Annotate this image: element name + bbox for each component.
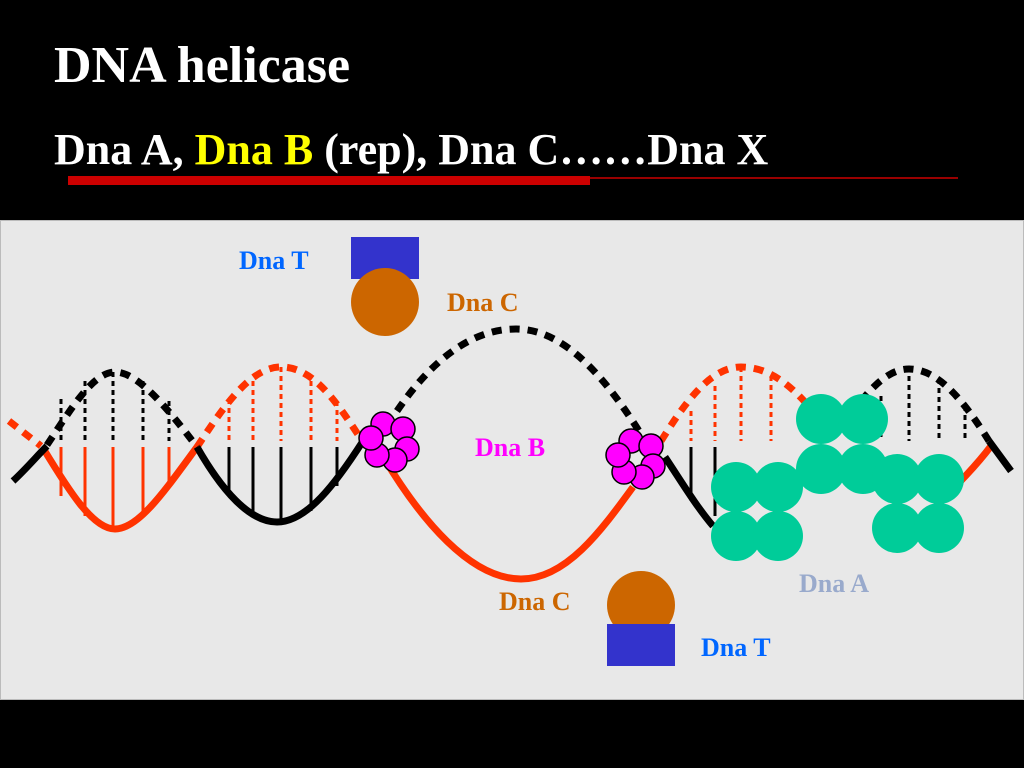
subtitle-highlight-dna-b: Dna B: [194, 125, 314, 174]
black-strand-right-dotted: [858, 365, 992, 443]
dna-c-circle-bottom: [607, 571, 675, 639]
dna-t-box-bottom: [607, 624, 675, 666]
red-strand-mid-dotted: [194, 363, 364, 449]
label-dna-t-bottom: Dna T: [701, 633, 771, 662]
label-dna-c-top: Dna C: [447, 288, 519, 317]
diagram-panel: Dna T Dna C Dna B Dna C Dna T Dna A: [0, 220, 1024, 700]
dna-b-hexamer-right: [605, 428, 666, 490]
black-strand-right: [662, 455, 716, 529]
red-strand-right-dotted: [658, 363, 824, 443]
red-strand-left: [40, 444, 200, 533]
black-strand-trough: [193, 439, 366, 526]
red-strand-left-dotted: [6, 418, 44, 449]
black-strand-end: [986, 438, 1014, 474]
black-strand-left: [10, 443, 50, 484]
subtitle: Dna A, Dna B (rep), Dna C……Dna X: [54, 128, 768, 172]
dna-strands: [6, 325, 1014, 583]
red-strand-loop: [377, 451, 636, 583]
title-underline-thin: [590, 177, 958, 179]
black-strand-loop-dotted: [394, 325, 642, 433]
subtitle-part-3: (rep), Dna C……Dna X: [313, 125, 769, 174]
label-dna-b: Dna B: [475, 433, 545, 462]
label-dna-c-bottom: Dna C: [499, 587, 571, 616]
helicase-diagram: Dna T Dna C Dna B Dna C Dna T Dna A: [6, 237, 1014, 666]
dna-b-hexamer-left: [358, 411, 420, 473]
title-underline-red: [68, 176, 590, 185]
subtitle-part-1: Dna A,: [54, 125, 195, 174]
label-dna-a: Dna A: [799, 569, 869, 598]
black-strand-left-dotted: [44, 368, 200, 450]
label-dna-t-top: Dna T: [239, 246, 309, 275]
page-title: DNA helicase: [54, 37, 351, 94]
dna-c-circle-top: [351, 268, 419, 336]
dna-a-complex: [711, 394, 964, 561]
